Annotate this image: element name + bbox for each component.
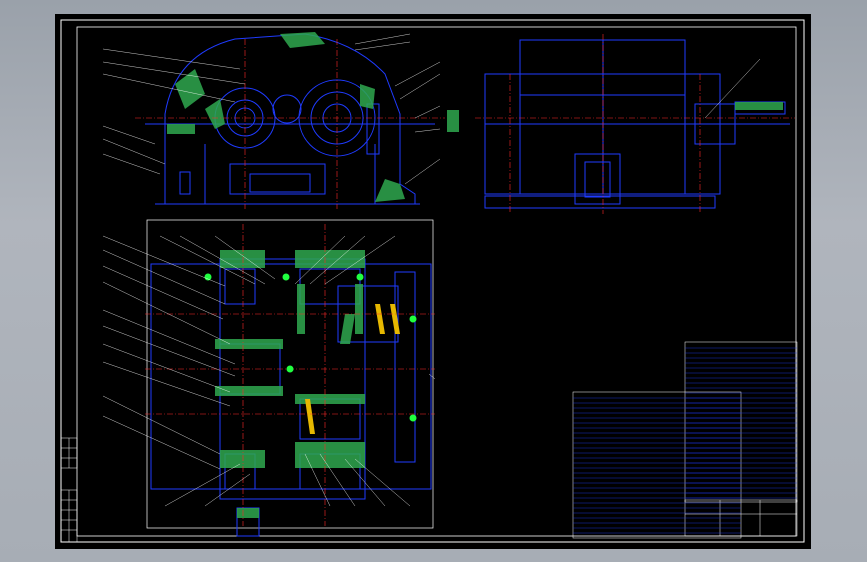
left-margin-stamps — [60, 437, 78, 543]
parts-list — [572, 341, 798, 539]
sectional-plan — [150, 258, 432, 537]
side-elevation — [484, 39, 790, 209]
side-centerlines — [475, 34, 795, 214]
inner-border — [76, 26, 797, 537]
side-hatch — [447, 102, 783, 132]
front-centerlines — [135, 39, 445, 209]
reference-point — [409, 414, 417, 422]
outer-border — [60, 19, 805, 543]
reference-point — [356, 273, 364, 281]
plan-hatch — [215, 250, 365, 518]
front-leaders — [102, 33, 441, 185]
reference-point — [409, 315, 417, 323]
reference-point — [204, 273, 212, 281]
reference-point — [286, 365, 294, 373]
side-leader — [704, 58, 761, 119]
parts-list-rows — [573, 347, 797, 534]
plan-centerlines — [145, 224, 435, 526]
front-elevation — [145, 33, 435, 205]
plan-window — [146, 219, 434, 529]
plan-cut-marks — [305, 304, 400, 434]
front-hatch — [167, 32, 405, 202]
cad-drawing — [60, 19, 805, 543]
plan-leaders — [102, 235, 411, 507]
plan-points — [204, 273, 417, 422]
reference-point — [282, 273, 290, 281]
drawing-canvas[interactable] — [55, 14, 811, 549]
right-leader — [428, 373, 436, 380]
